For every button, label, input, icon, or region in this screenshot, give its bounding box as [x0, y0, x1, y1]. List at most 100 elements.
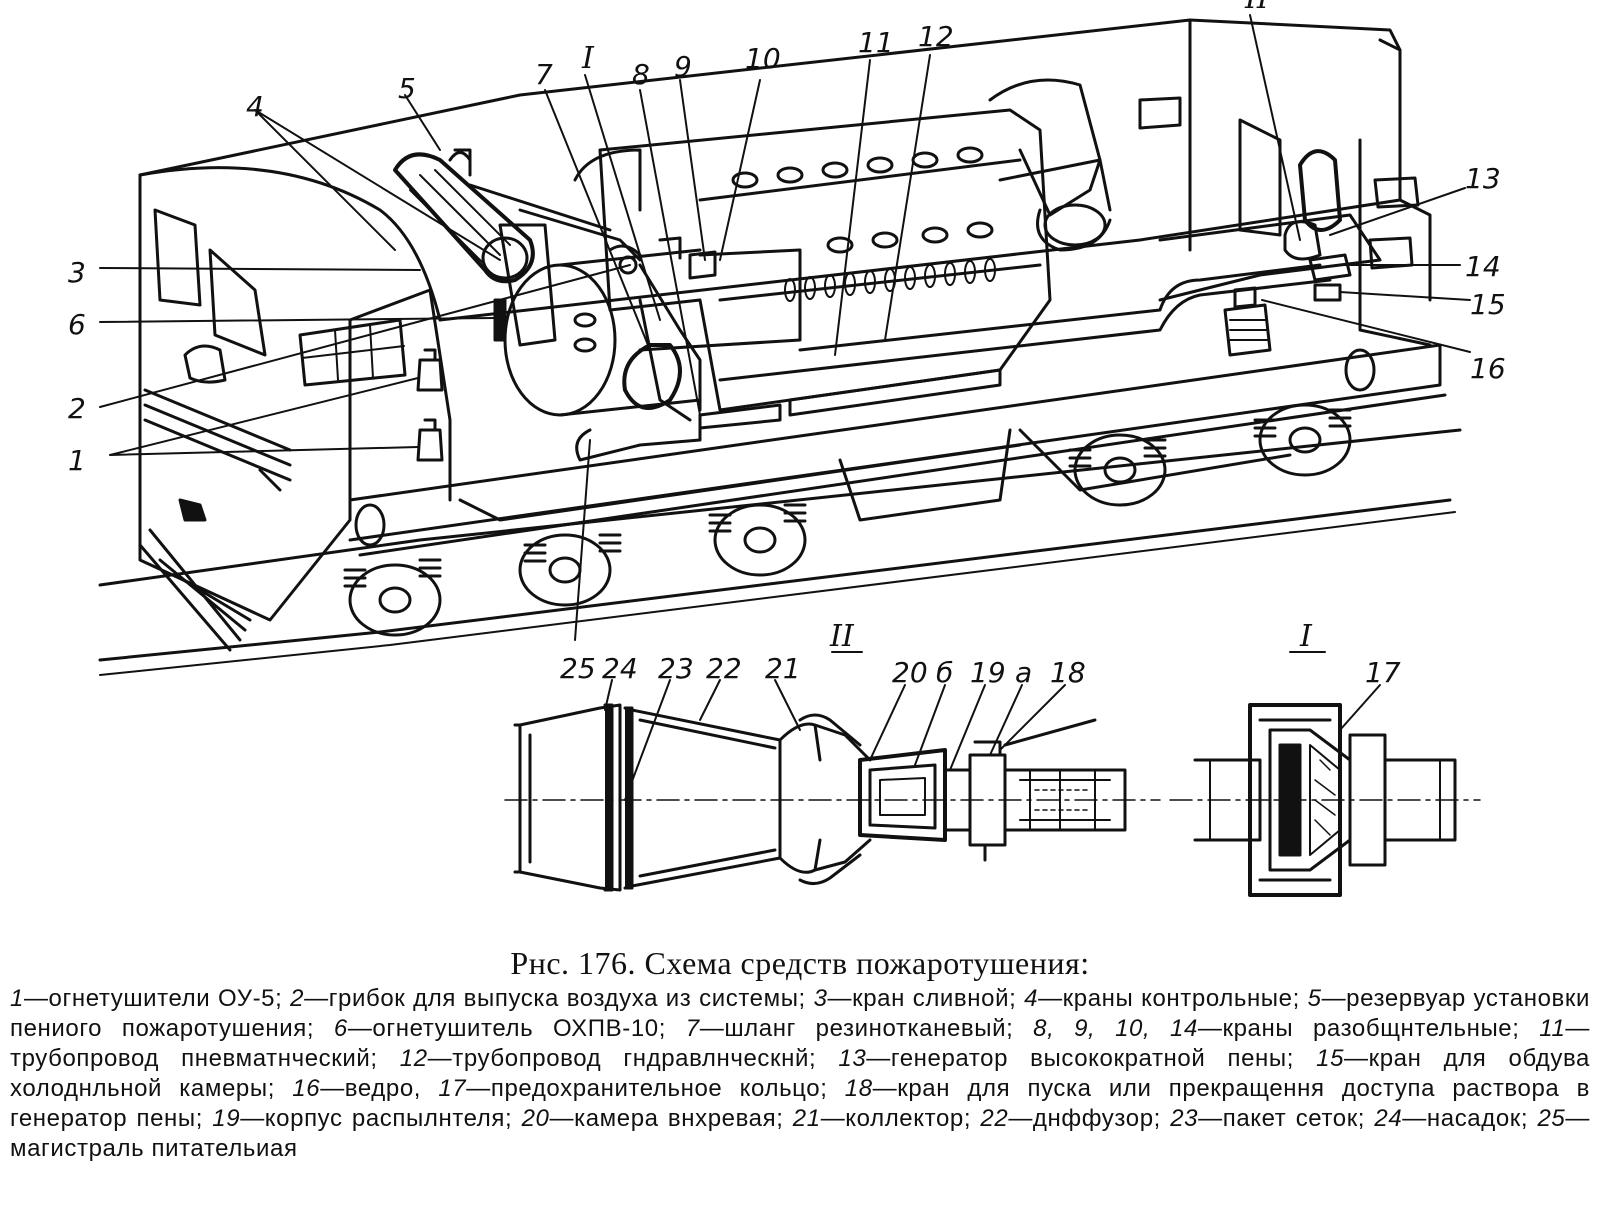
- callout-4: 4: [246, 90, 264, 123]
- callout-view-I-detail: I: [1299, 619, 1313, 654]
- legend-item-text: —днффузор;: [1008, 1105, 1171, 1132]
- callout-19: 19: [970, 656, 1006, 689]
- legend-item: 6—огнетушитель ОХПВ-10;: [334, 1015, 686, 1042]
- caption-title: Рнс. 176. Схема средств пожаротушения:: [510, 945, 1090, 981]
- callout-22: 22: [706, 652, 742, 685]
- legend-item-text: —коллектор;: [820, 1105, 981, 1132]
- legend-item-number: 24: [1374, 1105, 1403, 1132]
- callout-18: 18: [1050, 656, 1086, 689]
- legend-item-number: 25: [1537, 1105, 1566, 1132]
- wheels: [343, 403, 1352, 637]
- fire-system: [393, 148, 1352, 462]
- legend-item: 23—пакет сеток;: [1170, 1105, 1374, 1132]
- legend-item: 4—краны контрольные;: [1024, 985, 1308, 1012]
- callout-11: 11: [858, 26, 894, 59]
- legend-item: 12—трубопровод гндравлнческнй;: [400, 1045, 839, 1072]
- callout-23: 23: [658, 652, 694, 685]
- rails: [98, 428, 1462, 676]
- legend-item-text: —насадок;: [1402, 1105, 1538, 1132]
- legend-item-text: —краны контрольные;: [1038, 985, 1308, 1012]
- legend-item-number: 17: [438, 1075, 467, 1102]
- legend-item: 2—грибок для выпуска воздуха из системы;: [290, 985, 813, 1012]
- legend-item-number: 3: [813, 985, 828, 1012]
- figure-caption: Рнс. 176. Схема средств пожаротушения: 1…: [10, 945, 1590, 1164]
- legend-item: 1—огнетушители ОУ-5;: [10, 985, 290, 1012]
- locomotive-body: [138, 18, 1432, 652]
- legend-item: 19—корпус распылнтеля;: [212, 1105, 521, 1132]
- callout-13: 13: [1465, 162, 1501, 195]
- legend-item-text: —трубопровод гндравлнческнй;: [427, 1045, 839, 1072]
- callout-view-I-top: I: [581, 41, 595, 76]
- legend-item-text: —трубопровод пневматнческий;: [10, 1015, 1591, 1072]
- callout-8: 8: [632, 58, 650, 91]
- callout-2: 2: [68, 392, 86, 425]
- legend-item-number: 19: [212, 1105, 241, 1132]
- legend-item-text: —камера внхревая;: [549, 1105, 793, 1132]
- legend-item-text: —генератор высокократной пены;: [866, 1045, 1317, 1072]
- legend-item-number: 4: [1024, 985, 1039, 1012]
- legend-item-text: —огнетушитель ОХПВ-10;: [347, 1015, 686, 1042]
- callout-10: 10: [745, 42, 781, 75]
- legend-item-number: 23: [1170, 1105, 1199, 1132]
- callout-5: 5: [398, 72, 416, 105]
- legend-item-number: 21: [792, 1105, 821, 1132]
- legend-item-text: —предохранительное кольцо;: [466, 1075, 845, 1102]
- callout-9: 9: [674, 50, 692, 83]
- legend-item: 17—предохранительное кольцо;: [438, 1075, 844, 1102]
- legend-item: 18—кран для пуска или прекращення доступ…: [10, 1075, 1590, 1132]
- callout-16: 16: [1470, 352, 1506, 385]
- legend-item: 11—трубопровод пневматнческий;: [10, 1015, 1590, 1072]
- legend-item-text: —магистраль питательиая: [10, 1105, 1590, 1162]
- callout-7: 7: [535, 58, 553, 91]
- callout-24: 24: [602, 652, 638, 685]
- frame: [348, 343, 1447, 557]
- legend-item-number: 18: [844, 1075, 873, 1102]
- legend-item-text: —краны разобщнтельные;: [1197, 1015, 1540, 1042]
- legend-item: 25—магистраль питательиая: [10, 1105, 1590, 1162]
- legend-item-number: 8, 9, 10, 14: [1033, 1015, 1198, 1042]
- legend-item-number: 13: [838, 1045, 867, 1072]
- callout-17: 17: [1365, 656, 1401, 689]
- legend-item: 22—днффузор;: [980, 1105, 1170, 1132]
- callout-21: 21: [765, 652, 801, 685]
- legend-item-number: 20: [521, 1105, 550, 1132]
- legend-item-number: 2: [290, 985, 305, 1012]
- legend-item-number: 11: [1539, 1015, 1566, 1042]
- legend-item-text: —корпус распылнтеля;: [240, 1105, 522, 1132]
- detail-leader-lines: [604, 651, 1381, 801]
- legend-item-number: 12: [399, 1045, 428, 1072]
- legend-item: 16—ведро,: [292, 1075, 438, 1102]
- leader-lines: [99, 14, 1471, 641]
- legend-item-text: —кран сливной;: [827, 985, 1025, 1012]
- legend-item-number: 16: [292, 1075, 321, 1102]
- legend-item: 5—резервуар установки пениого пожаротуше…: [10, 985, 1590, 1042]
- callout-view-II-top: II: [1244, 0, 1270, 16]
- callout-14: 14: [1465, 250, 1501, 283]
- legend-item-number: 1: [10, 985, 24, 1012]
- legend-item-number: 6: [333, 1015, 348, 1042]
- fire-suppression-diagram: 4 5 3 6 2 1 7 I 8 9 10 11 12 II 13 14 15…: [68, 0, 1506, 897]
- legend-item: 24—насадок;: [1374, 1105, 1537, 1132]
- legend-item: 8, 9, 10, 14—краны разобщнтельные;: [1033, 1015, 1539, 1042]
- legend-item-text: —шланг резинотканевый;: [699, 1015, 1034, 1042]
- legend-item-text: —кран для пуска или прекращення доступа …: [10, 1075, 1590, 1132]
- callout-b: б: [936, 656, 953, 689]
- callout-view-II-detail: II: [829, 619, 855, 654]
- callout-12: 12: [918, 20, 954, 53]
- legend-item: 15—кран для обдува холоднльной камеры;: [10, 1045, 1590, 1102]
- legend-item-number: 7: [685, 1015, 700, 1042]
- legend-item-number: 22: [980, 1105, 1009, 1132]
- legend-item: 13—генератор высокократной пены;: [838, 1045, 1316, 1072]
- legend-item-number: 5: [1307, 985, 1322, 1012]
- legend-item-text: —ведро,: [320, 1075, 439, 1102]
- caption-legend: 1—огнетушители ОУ-5; 2—грибок для выпуск…: [10, 984, 1590, 1164]
- legend-item: 21—коллектор;: [793, 1105, 981, 1132]
- legend-item-text: —пакет сеток;: [1198, 1105, 1375, 1132]
- callout-3: 3: [68, 256, 86, 289]
- callout-a: а: [1015, 656, 1032, 689]
- callout-1: 1: [68, 444, 86, 477]
- callout-20: 20: [892, 656, 928, 689]
- legend-item: 7—шланг резинотканевый;: [686, 1015, 1033, 1042]
- detail-I-coupling: [1169, 703, 1481, 897]
